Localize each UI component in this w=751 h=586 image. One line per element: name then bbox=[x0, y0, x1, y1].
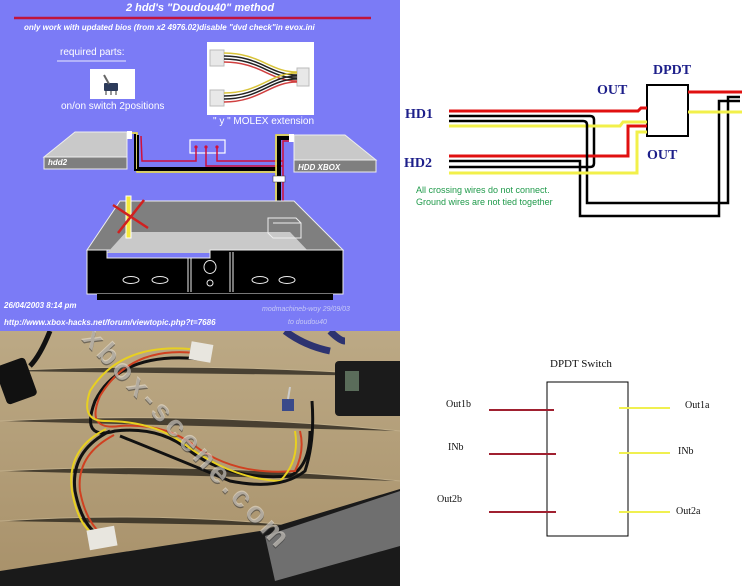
dpdt-switch-body bbox=[546, 381, 629, 537]
molex-y-cable-image bbox=[207, 42, 314, 115]
post-date: 26/04/2003 8:14 pm bbox=[4, 301, 77, 310]
switch-box bbox=[189, 139, 226, 154]
harness-photo-drawing bbox=[0, 331, 400, 586]
source-url: http://www.xbox-hacks.net/forum/viewtopi… bbox=[4, 318, 216, 327]
pin-label-inb-right: INb bbox=[678, 446, 694, 457]
pin-label-out2b: Out2b bbox=[437, 494, 462, 505]
hd2-label: HD2 bbox=[404, 156, 432, 171]
bios-note: only work with updated bios (from x2 497… bbox=[24, 23, 315, 32]
molex-caption: " y " MOLEX extension bbox=[213, 116, 315, 127]
out-top-label: OUT bbox=[597, 83, 628, 98]
page-title: 2 hdd's "Doudou40" method bbox=[125, 2, 275, 14]
hd1-wires bbox=[449, 106, 647, 169]
required-parts-label: required parts: bbox=[60, 47, 125, 58]
dpdt-box bbox=[646, 84, 689, 137]
instructions-drawing bbox=[14, 16, 378, 300]
pin-label-inb-left: INb bbox=[448, 442, 464, 453]
hdd-xbox-label: HDD XBOX bbox=[298, 163, 341, 172]
hdd2-label: hdd2 bbox=[48, 158, 68, 167]
dpdt-schematic-panel: DPDT Switch Out1b INb Out2b Out1a INb Ou… bbox=[400, 340, 751, 586]
switch-caption: on/on switch 2positions bbox=[61, 101, 165, 112]
hd2-wires bbox=[449, 95, 740, 218]
wire-harness bbox=[127, 131, 294, 226]
hd1-label: HD1 bbox=[405, 107, 433, 122]
wiring-note: All crossing wires do not connect. Groun… bbox=[416, 185, 553, 207]
dpdt-switch-title: DPDT Switch bbox=[550, 358, 612, 370]
wiring-drawing bbox=[449, 84, 742, 218]
harness-photo: xbox-scene.com bbox=[0, 331, 400, 586]
credit-text: modmachineb-woy 29/09/03 bbox=[262, 306, 350, 313]
instructions-panel: 2 hdd's "Doudou40" method only work with… bbox=[0, 0, 400, 331]
pin-label-out2a: Out2a bbox=[676, 506, 701, 517]
hdd-xbox-drive bbox=[293, 134, 378, 173]
pin-label-out1a: Out1a bbox=[685, 400, 710, 411]
dpdt-schematic-drawing bbox=[489, 381, 670, 537]
pin-label-out1b: Out1b bbox=[446, 399, 471, 410]
wiring-diagram-panel: DPDT OUT OUT HD1 HD2 bbox=[400, 0, 751, 340]
toggle-switch-image bbox=[90, 69, 135, 99]
out-bottom-label: OUT bbox=[647, 148, 678, 163]
credit-to-text: to doudou40 bbox=[288, 319, 327, 326]
xbox-console bbox=[86, 195, 345, 300]
dpdt-label: DPDT bbox=[653, 63, 692, 78]
